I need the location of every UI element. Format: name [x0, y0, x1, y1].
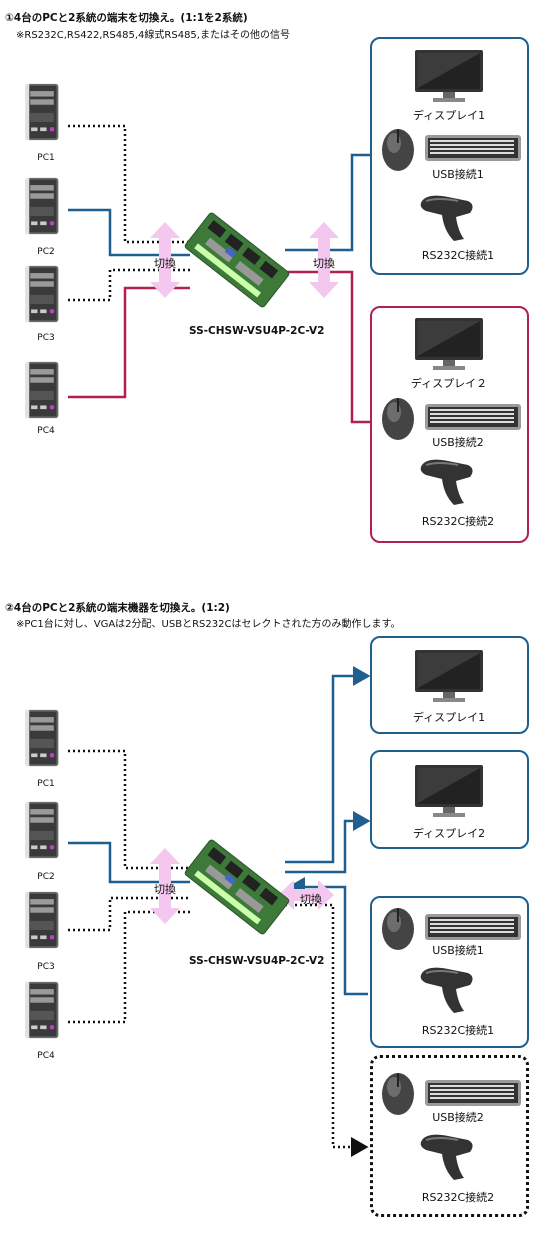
- switch-label-left: 切換: [154, 257, 176, 270]
- pc-tower-icon: [25, 981, 59, 1039]
- pc-tower-icon: [25, 361, 59, 419]
- section1-lines: [68, 124, 372, 424]
- display2-line: [285, 811, 371, 874]
- pc4-tower-2: [20, 980, 64, 1040]
- usb-rs-select-line: [287, 877, 368, 996]
- pc4-tower: [20, 360, 64, 420]
- pc1-tower-2: [20, 708, 64, 768]
- group2-rs232c-label: RS232C接続2: [421, 515, 495, 528]
- board-icon: [184, 212, 290, 308]
- pc3-tower: [20, 264, 64, 324]
- section2-lines: [68, 666, 371, 1157]
- barcode-scanner-icon: [420, 967, 473, 1013]
- pc1-line: [68, 124, 190, 244]
- pc1-tower: [20, 82, 64, 142]
- switch-label-right: 切換: [313, 257, 335, 270]
- board-label: SS-CHSW-VSU4P-2C-V2: [189, 325, 325, 337]
- pc3-line: [68, 268, 190, 302]
- barcode-scanner-icon: [420, 1134, 473, 1180]
- monitor-icon: [415, 318, 483, 370]
- pc4-label-2: PC4: [37, 1051, 55, 1061]
- keyboard-icon: [425, 1080, 521, 1106]
- pc-tower-icon: [25, 709, 59, 767]
- mouse-icon: [382, 1073, 414, 1115]
- keyboard-icon: [425, 404, 521, 430]
- pc1-line-2: [68, 749, 190, 870]
- pc3-tower-2: [20, 890, 64, 950]
- mouse-icon: [382, 908, 414, 950]
- group1-usb-label: USB接続1: [432, 168, 484, 181]
- board-label-2: SS-CHSW-VSU4P-2C-V2: [189, 955, 325, 967]
- pc1-label-2: PC1: [37, 779, 55, 789]
- display2-label: ディスプレイ2: [412, 827, 486, 840]
- pc-tower-icon: [25, 83, 59, 141]
- mouse-icon: [382, 129, 414, 171]
- section1-subtitle: ※RS232C,RS422,RS485,4線式RS485,またはその他の信号: [16, 30, 290, 41]
- switch-label-right-2: 切換: [300, 893, 322, 906]
- group2-display-label: ディスプレイ２: [410, 377, 488, 390]
- pc-tower-icon: [25, 265, 59, 323]
- pc3-label: PC3: [37, 333, 55, 343]
- display1-line: [285, 666, 371, 864]
- mouse-icon: [382, 398, 414, 440]
- input-group1-usb-label: USB接続1: [432, 944, 484, 957]
- pc2-label: PC2: [37, 247, 55, 257]
- keyboard-icon: [425, 914, 521, 940]
- pc4-label: PC4: [37, 426, 55, 436]
- barcode-scanner-icon: [420, 459, 473, 505]
- monitor-icon: [415, 50, 483, 102]
- pc1-label: PC1: [37, 153, 55, 163]
- keyboard-icon: [425, 135, 521, 161]
- switch-label-left-2: 切換: [154, 883, 176, 896]
- pc2-line: [68, 208, 190, 257]
- input-group2-usb-label: USB接続2: [432, 1111, 484, 1124]
- section2-subtitle: ※PC1台に対し、VGAは2分配、USBとRS232Cはセレクトされた方のみ動作…: [16, 619, 401, 630]
- pc3-label-2: PC3: [37, 962, 55, 972]
- section2-title: ②4台のPCと2系統の端末機器を切換え。(1:2): [5, 602, 230, 614]
- input-group1-rs232c-label: RS232C接続1: [421, 1024, 495, 1037]
- group1-display-label: ディスプレイ1: [412, 109, 486, 122]
- pc3-line-2: [68, 896, 190, 932]
- pc-tower-icon: [25, 177, 59, 235]
- switch-arrow-horizontal-icon: [278, 880, 334, 910]
- pc2-tower: [20, 176, 64, 236]
- pc4-line-2: [68, 910, 190, 1024]
- switch-arrow-left-icon: [150, 848, 180, 924]
- group2-usb-label: USB接続2: [432, 436, 484, 449]
- pc4-line: [68, 286, 190, 399]
- pc-tower-icon: [25, 801, 59, 859]
- pc2-tower-2: [20, 800, 64, 860]
- switch-arrow-right-icon: [309, 222, 339, 298]
- display1-label: ディスプレイ1: [412, 711, 486, 724]
- pc2-label-2: PC2: [37, 872, 55, 882]
- input-group2-rs232c-label: RS232C接続2: [421, 1191, 495, 1204]
- group2-line: [285, 903, 369, 1157]
- switch-arrow-left-icon: [150, 222, 180, 298]
- monitor-icon: [415, 765, 483, 817]
- section1-title: ①4台のPCと2系統の端末を切換え。(1:1を2系統): [5, 12, 248, 24]
- monitor-icon: [415, 650, 483, 702]
- board-icon: [184, 839, 290, 935]
- barcode-scanner-icon: [420, 195, 473, 241]
- group1-rs232c-label: RS232C接続1: [421, 249, 495, 262]
- pc2-line-2: [68, 841, 190, 884]
- pc-tower-icon: [25, 891, 59, 949]
